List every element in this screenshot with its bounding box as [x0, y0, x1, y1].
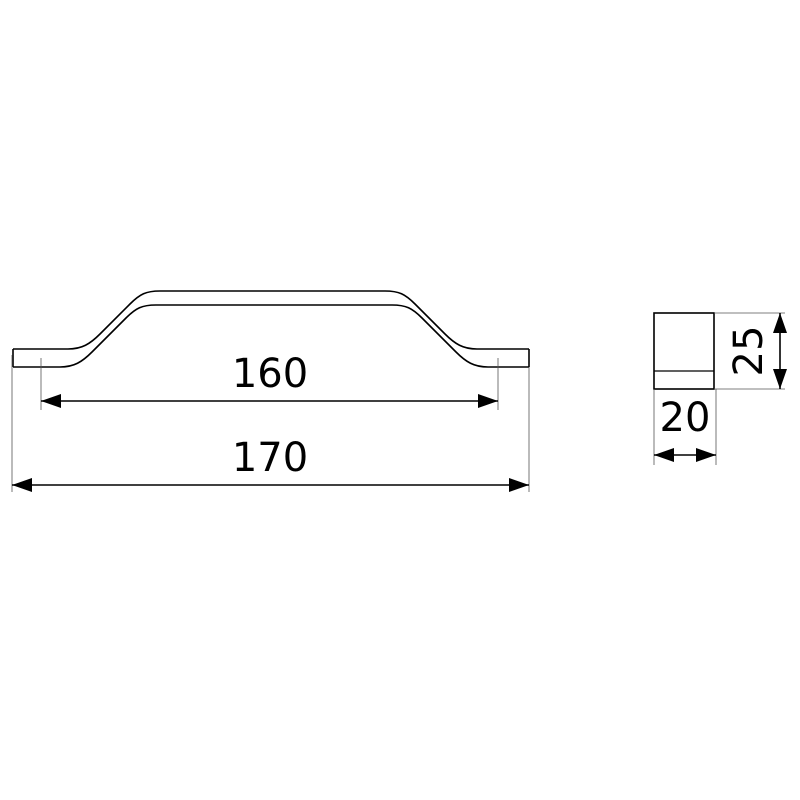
end-view-outline — [653, 312, 715, 390]
dimension-20-label: 20 — [660, 395, 711, 441]
handle-inner-outline — [13, 304, 529, 368]
handle-outer-outline — [13, 290, 529, 350]
dimension-170-label: 170 — [232, 435, 308, 481]
handle-end-view — [653, 312, 715, 390]
dimension-25-label: 25 — [726, 326, 772, 377]
dimension-160-label: 160 — [232, 351, 308, 397]
handle-front-view — [12, 290, 530, 368]
extension-lines-front — [11, 355, 530, 492]
